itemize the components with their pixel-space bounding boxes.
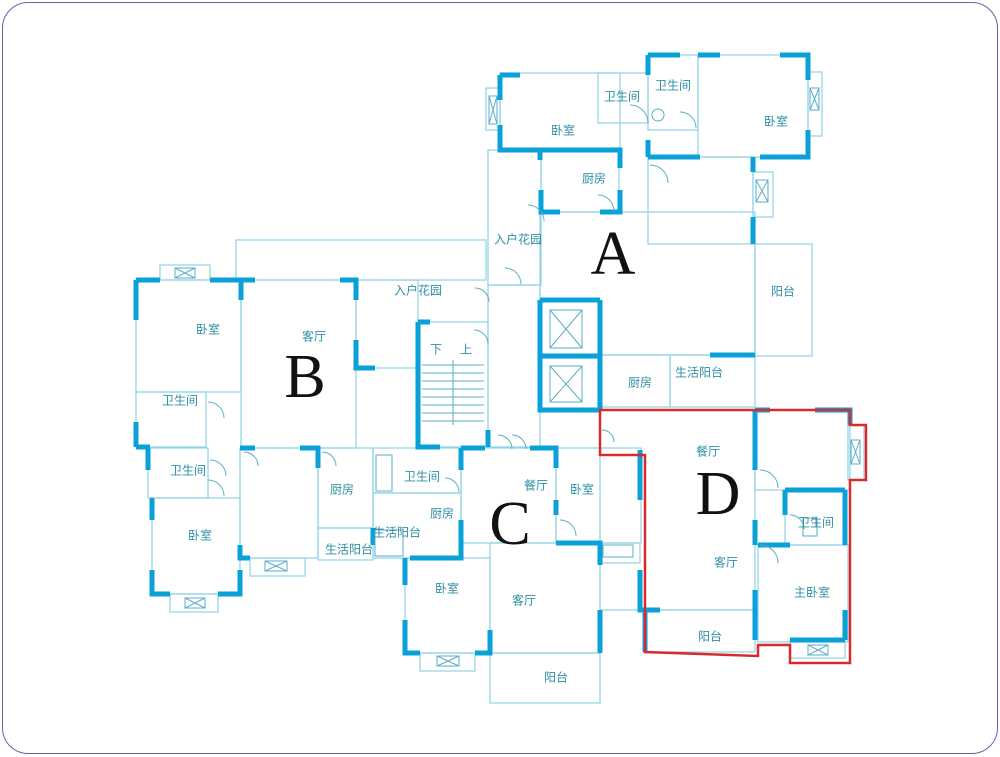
room-label: 卧室 <box>188 528 212 543</box>
room-label: 卧室 <box>551 123 575 138</box>
stair-down-label: 下 <box>430 343 442 357</box>
room-label: 厨房 <box>330 482 354 497</box>
room-label: 卫生间 <box>655 79 691 93</box>
room-label: 入户花园 <box>394 283 442 298</box>
room-label: 卫生间 <box>162 394 198 408</box>
thick-walls <box>133 52 853 656</box>
room-label: 主卧室 <box>794 585 830 600</box>
unit-a-label: A <box>591 220 636 288</box>
room-label: 卫生间 <box>404 470 440 484</box>
stair-up-label: 上 <box>460 343 472 357</box>
unit-c-label: C <box>489 490 530 558</box>
room-label: 生活阳台 <box>373 525 421 540</box>
unit-d-highlight <box>598 408 868 665</box>
room-label: 阳台 <box>771 284 795 299</box>
room-label: 阳台 <box>698 629 722 644</box>
room-label: 卧室 <box>570 482 594 497</box>
room-label: 卧室 <box>435 581 459 596</box>
room-label: 客厅 <box>302 329 326 344</box>
room-label: 生活阳台 <box>325 542 373 557</box>
room-label: 生活阳台 <box>675 365 723 380</box>
room-label: 厨房 <box>582 171 606 186</box>
room-label: 餐厅 <box>524 478 548 493</box>
room-label: 客厅 <box>714 555 738 570</box>
room-label: 入户花园 <box>494 232 542 247</box>
room-label: 卫生间 <box>604 90 640 104</box>
fixtures <box>174 87 861 667</box>
unit-b-label: B <box>284 343 325 411</box>
room-label: 厨房 <box>628 375 652 390</box>
room-label: 卧室 <box>764 114 788 129</box>
room-label: 卫生间 <box>170 464 206 478</box>
room-label: 餐厅 <box>696 444 720 459</box>
room-label: 卫生间 <box>798 516 834 530</box>
room-label: 阳台 <box>544 670 568 685</box>
unit-d-label: D <box>696 460 741 528</box>
room-label: 厨房 <box>430 506 454 521</box>
room-label: 客厅 <box>512 593 536 608</box>
room-label: 卧室 <box>196 322 220 337</box>
